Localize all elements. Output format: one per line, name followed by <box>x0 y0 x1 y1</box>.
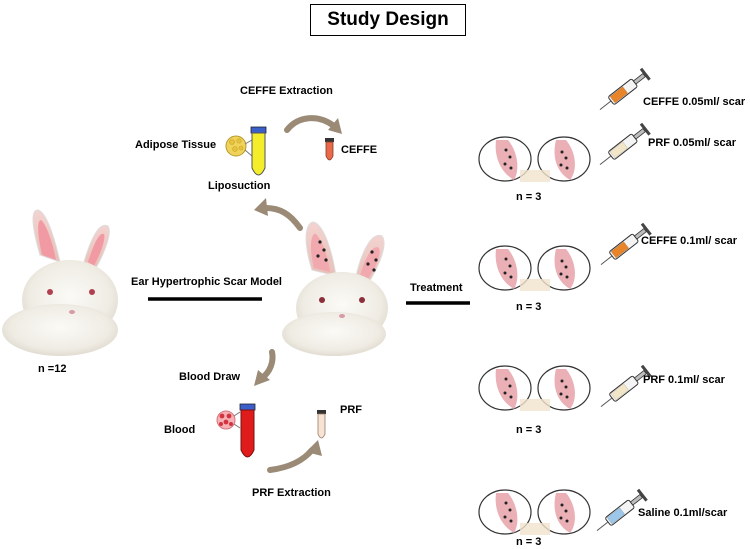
arrowhead-ceffe-icon <box>328 118 342 134</box>
dose-saline-label: Saline 0.1ml/scar <box>638 507 728 519</box>
treatment-label: Treatment <box>410 282 463 294</box>
adipose-tissue-label: Adipose Tissue <box>135 139 217 151</box>
liposuction-tube-icon <box>250 126 267 176</box>
prf-extraction-label: PRF Extraction <box>252 487 331 499</box>
group-1-n-label: n = 3 <box>516 191 542 203</box>
arrow-model-to-liposuction <box>263 205 303 231</box>
group-3-ears <box>478 365 591 411</box>
syringe-ceffe-005-icon <box>595 67 652 116</box>
dose-prf-01-label: PRF 0.1ml/ scar <box>643 374 725 386</box>
syringe-prf-01-icon <box>596 364 653 413</box>
arrow-blood-to-prf <box>267 447 315 473</box>
blood-tube-icon <box>239 403 256 458</box>
arrowhead-blood-draw-icon <box>254 370 270 386</box>
model-label: Ear Hypertrophic Scar Model <box>131 276 282 288</box>
rabbit-center-icon <box>282 221 388 356</box>
blood-label: Blood <box>164 424 196 436</box>
arrow-liposuction-to-ceffe <box>284 115 337 133</box>
syringe-saline-icon <box>592 488 649 537</box>
cohort-count-label: n =12 <box>38 363 67 375</box>
prf-tube-icon <box>317 410 326 439</box>
group-1-ears <box>478 136 591 182</box>
group-4-ears <box>478 489 591 535</box>
group-2-ears <box>478 245 591 291</box>
arrowhead-liposuction-icon <box>254 198 268 216</box>
blood-cells-icon <box>216 410 241 430</box>
group-4-n-label: n = 3 <box>516 536 542 548</box>
dose-ceffe-01-label: CEFFE 0.1ml/ scar <box>641 235 737 247</box>
ceffe-label: CEFFE <box>341 144 378 156</box>
arrowhead-prf-icon <box>306 440 322 456</box>
prf-label: PRF <box>340 404 362 416</box>
arrow-model-to-blood-draw <box>259 349 276 381</box>
page-title: Study Design <box>310 4 466 36</box>
liposuction-label: Liposuction <box>208 180 271 192</box>
group-3-n-label: n = 3 <box>516 424 542 436</box>
group-2-n-label: n = 3 <box>516 301 542 313</box>
ceffe-extraction-label: CEFFE Extraction <box>240 85 333 97</box>
blood-draw-label: Blood Draw <box>179 371 241 383</box>
adipose-tissue-icon <box>225 135 253 157</box>
dose-ceffe-005-label: CEFFE 0.05ml/ scar <box>643 96 746 108</box>
dose-prf-005-label: PRF 0.05ml/ scar <box>648 137 737 149</box>
ceffe-tube-icon <box>325 138 334 161</box>
rabbit-left-icon <box>2 209 118 356</box>
syringe-prf-005-icon <box>595 122 652 171</box>
syringe-ceffe-01-icon <box>596 222 653 271</box>
